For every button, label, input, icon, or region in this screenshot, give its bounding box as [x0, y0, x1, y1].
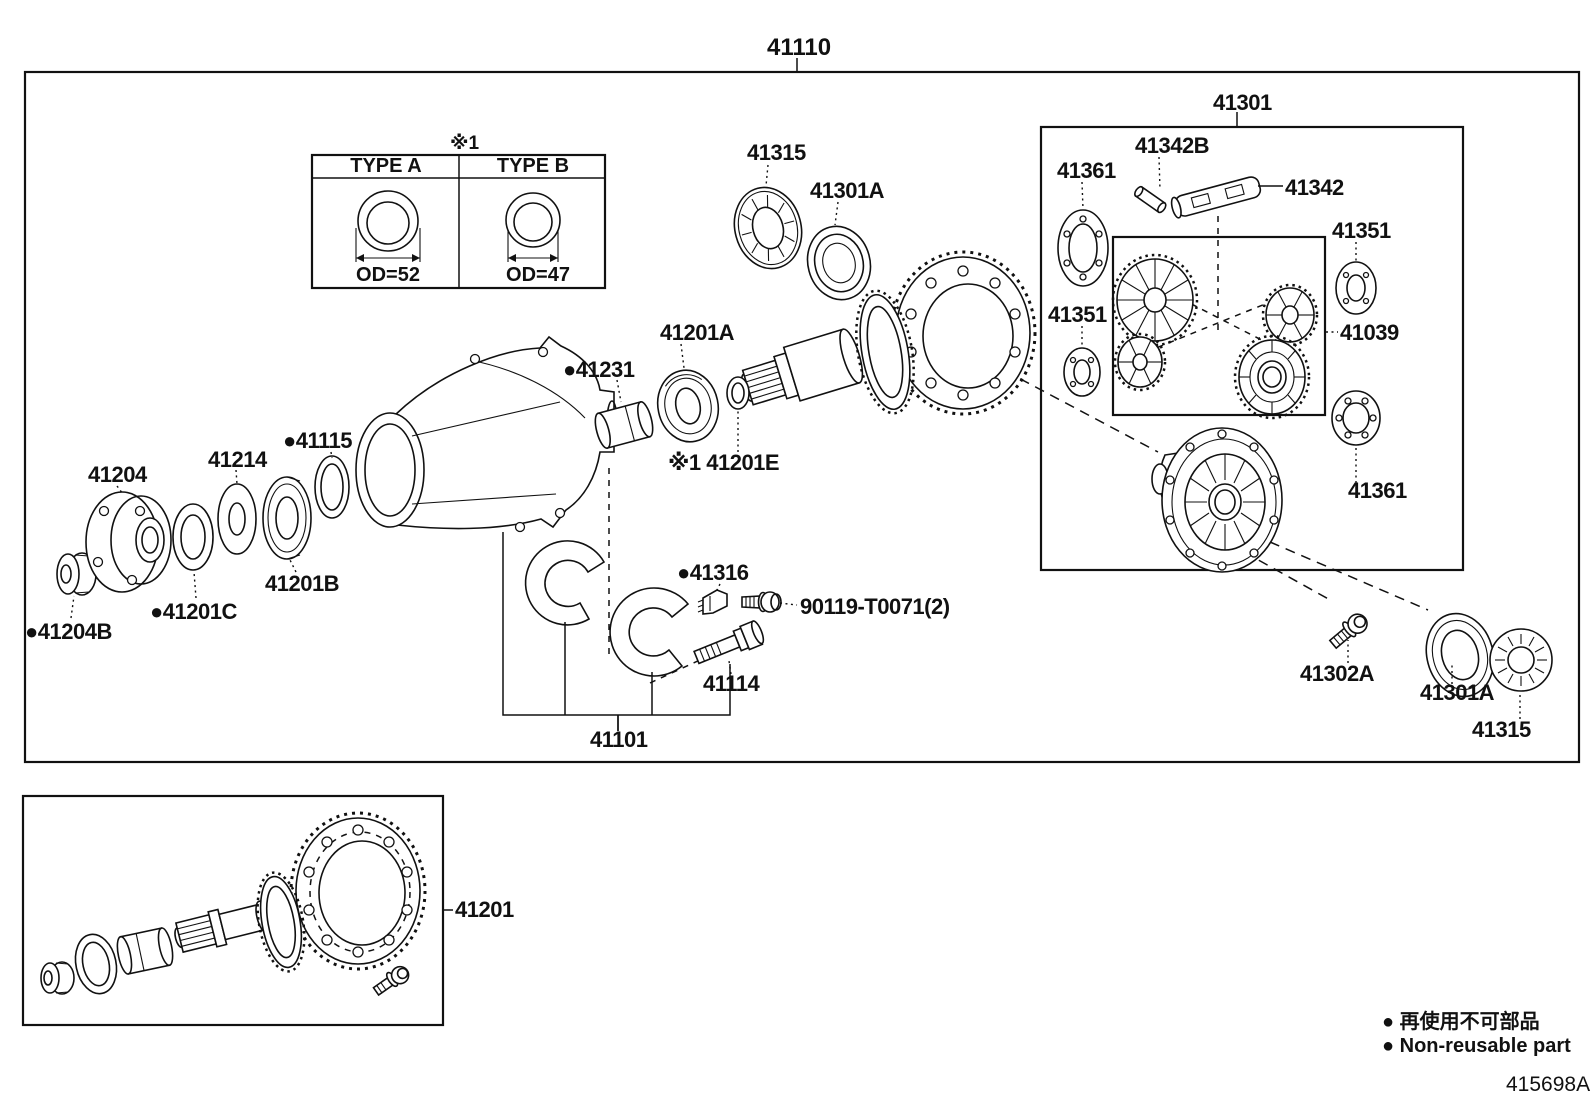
callout-41351-b[interactable]: 41351 [1048, 302, 1107, 327]
callout-41204[interactable]: 41204 [88, 462, 148, 487]
kit-ring-gear [289, 811, 427, 971]
callout-41204B[interactable]: ●41204B [25, 619, 112, 644]
od-dimension-b [507, 230, 559, 262]
pinion-gear-right [1261, 283, 1319, 347]
spider-axis-dashed-1 [1169, 292, 1284, 352]
ring-pinion-kit-box [21, 794, 445, 1027]
bearing-spacer-drawing [594, 400, 654, 450]
callout-41201B[interactable]: 41201B [265, 571, 340, 596]
kit-pinion-gear [256, 871, 306, 973]
pinion-gear-left [1113, 332, 1167, 392]
side-washer-left-drawing [1063, 347, 1101, 397]
pinion-front-bearing-drawing [733, 186, 803, 270]
thrust-washer-a-drawing [1057, 209, 1109, 287]
pinion-cross-shaft-drawing [1170, 176, 1262, 219]
case-to-bearing-dashed-line [1269, 541, 1429, 611]
front-bearing-drawing [262, 476, 312, 560]
pinion-washer-drawing [726, 376, 750, 410]
pinion-shaft-pin-drawing [1134, 185, 1167, 214]
kit-pinion-shaft [174, 900, 271, 954]
callout-41214[interactable]: 41214 [208, 447, 268, 472]
kit-bearing-ring [74, 933, 118, 995]
callout-41201C[interactable]: ●41201C [150, 599, 238, 624]
legend-non-reusable-en: ● Non-reusable part [1382, 1035, 1571, 1057]
side-bearing-cup-drawing [1425, 612, 1495, 698]
spider-gear-kit-box [1111, 235, 1327, 417]
bearing-cap-drawings [524, 540, 690, 677]
callout-41301[interactable]: 41301 [1213, 90, 1272, 115]
pinion-oil-seal-drawing [806, 225, 872, 301]
ring-pinion-kit-drawing [40, 811, 427, 997]
side-washer-right-drawing [1335, 261, 1377, 315]
pinion-shaft-drawing [740, 289, 915, 415]
callout-41342B[interactable]: 41342B [1135, 133, 1210, 158]
dust-deflector-drawing [172, 503, 214, 571]
kit-spacer [116, 927, 174, 975]
table-od-a: OD=52 [356, 264, 420, 286]
legend-non-reusable-jp: ● 再使用不可部品 [1382, 1009, 1540, 1033]
od-dimension-a [355, 228, 421, 262]
small-bolt-drawing [741, 591, 782, 613]
ring-gear-drawing [889, 250, 1037, 416]
callout-90119-T0071[interactable]: 90119-T0071(2) [800, 594, 950, 619]
callout-41302A[interactable]: 41302A [1300, 661, 1375, 686]
breather-plug-drawing [697, 589, 728, 615]
diff-case-subassembly-box [1039, 125, 1465, 572]
differential-case-drawing [1151, 427, 1283, 573]
callout-41101[interactable]: 41101 [590, 727, 648, 752]
callout-41110[interactable]: 41110 [767, 34, 831, 61]
callout-41231[interactable]: ●41231 [563, 357, 635, 382]
side-bearing-cone-drawing [1489, 628, 1553, 692]
leader-lines [70, 58, 1521, 911]
flange-washer-drawing [217, 483, 257, 555]
oil-slinger-drawing [314, 455, 350, 519]
callout-41361-b[interactable]: 41361 [1348, 478, 1407, 503]
side-gear-large [1111, 253, 1199, 347]
callout-41201[interactable]: 41201 [455, 897, 514, 922]
callout-41114[interactable]: 41114 [703, 671, 761, 696]
main-assembly-box [23, 70, 1581, 764]
kit-bolt [372, 965, 410, 997]
callout-41301A-bottom[interactable]: 41301A [1420, 680, 1495, 705]
callout-41342[interactable]: 41342 [1285, 175, 1344, 200]
table-od-b: OD=47 [506, 264, 570, 286]
table-header-type-a: TYPE A [350, 155, 422, 177]
callout-41301A-top[interactable]: 41301A [810, 178, 885, 203]
rear-bearing-drawing [656, 369, 720, 443]
drawing-code: 415698A [1506, 1073, 1590, 1096]
side-gear-small [1233, 334, 1311, 420]
callout-41316[interactable]: ●41316 [677, 560, 749, 585]
variant-table [310, 153, 607, 290]
callout-41201E[interactable]: ※1 41201E [668, 450, 780, 475]
callout-labels: 41110 41301 41315 41301A 41342B 41361 41… [25, 34, 1531, 922]
ring-gear-to-case-dashed-line [899, 314, 1159, 453]
callout-41361-a[interactable]: 41361 [1057, 158, 1116, 183]
kit-nut [40, 961, 75, 995]
cap-bolt-drawing [693, 620, 765, 665]
spider-gear-kit-drawing [1111, 253, 1319, 420]
companion-flange-drawing [85, 491, 172, 593]
case-bolt-drawing [1328, 613, 1368, 650]
carrier-housing-drawing [355, 335, 618, 533]
callout-41351-a[interactable]: 41351 [1332, 218, 1391, 243]
callout-41315-top[interactable]: 41315 [747, 140, 806, 165]
callout-41039[interactable]: 41039 [1340, 320, 1399, 345]
table-note-mark: ※1 [450, 133, 479, 154]
callout-41315-bottom[interactable]: 41315 [1472, 717, 1531, 742]
thrust-washer-b-drawing [1331, 390, 1381, 446]
callout-41115[interactable]: ●41115 [283, 428, 353, 453]
callout-41201A[interactable]: 41201A [660, 320, 735, 345]
table-header-type-b: TYPE B [497, 155, 569, 177]
